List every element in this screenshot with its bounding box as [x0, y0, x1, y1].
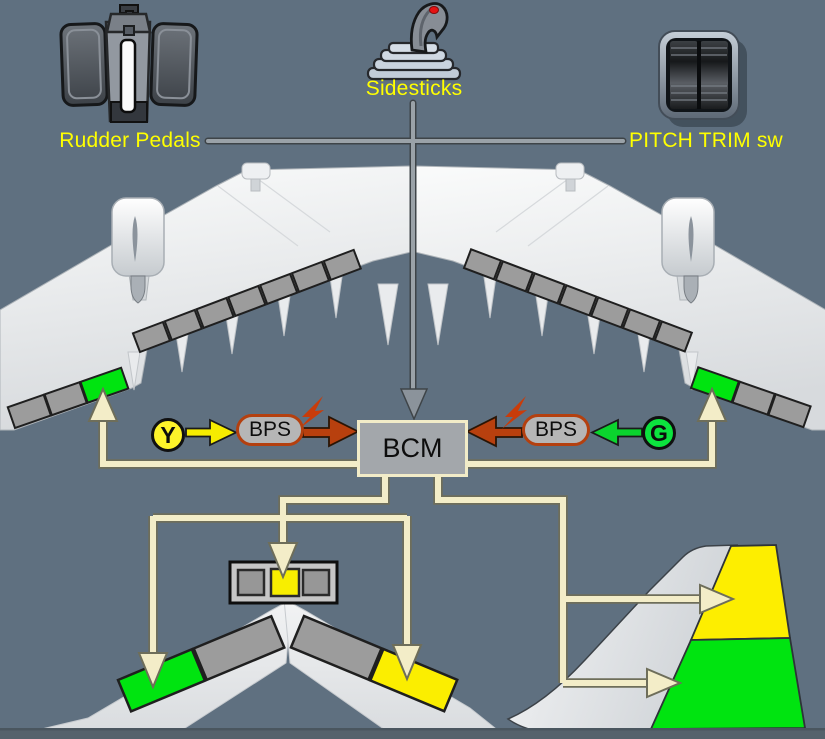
- right-flap-fairings: [427, 276, 699, 391]
- right-outboard-surfaces: [689, 365, 812, 429]
- left-outboard-engine: [111, 197, 165, 304]
- left-inboard-engine: [241, 162, 271, 192]
- arrow-to-lower-rudder: [646, 667, 683, 699]
- arrow-to-right-aileron: [696, 386, 728, 422]
- right-elevator-active-yellow: [368, 647, 459, 713]
- left-outboard-surfaces: [6, 366, 130, 430]
- horizontal-stabilizer: [7, 598, 501, 739]
- right-bps-power-arrow: [464, 415, 523, 448]
- left-lightning-icon: [299, 396, 324, 429]
- sidestick-to-bcm-arrowhead: [399, 388, 429, 421]
- yellow-hydraulic-source: Y: [151, 418, 185, 452]
- sidesticks-label: Sidesticks: [365, 77, 463, 100]
- arrow-to-left-aileron: [87, 386, 119, 422]
- green-hydraulic-source: G: [642, 416, 676, 450]
- left-wing: [0, 162, 412, 431]
- sidestick-icon: [366, 2, 462, 81]
- rudder-pedals-label: Rudder Pedals: [59, 129, 201, 152]
- arrow-to-left-elevator: [137, 652, 169, 690]
- right-spoiler-band: [462, 248, 694, 353]
- arrow-to-right-elevator: [391, 644, 423, 682]
- yellow-hyd-arrow: [185, 418, 239, 447]
- bps-right-box: BPS: [522, 414, 590, 446]
- right-outboard-engine: [661, 197, 715, 304]
- pitch-trim-label: PITCH TRIM sw: [629, 129, 783, 152]
- power-arrows: [185, 396, 643, 448]
- left-elevator: [116, 614, 286, 714]
- bps-left-box: BPS: [236, 414, 304, 446]
- right-lightning-icon: [502, 396, 527, 429]
- pitch-trim-switch-icon: [658, 30, 747, 127]
- left-spoiler-band: [131, 248, 363, 354]
- right-inboard-engine: [555, 162, 585, 192]
- rudder-pedals-icon: [59, 4, 199, 123]
- arrow-to-upper-rudder: [699, 583, 736, 615]
- bcm-box: BCM: [357, 420, 468, 477]
- left-bps-power-arrow: [302, 415, 361, 448]
- right-wing: [414, 162, 825, 431]
- green-hyd-arrow: [589, 418, 643, 447]
- bottom-edge-band: [0, 728, 825, 739]
- left-aileron-active-green: [79, 366, 130, 404]
- vertical-tail: [506, 544, 807, 736]
- sidestick-red-button: [429, 6, 439, 14]
- arrow-to-ths: [267, 542, 299, 580]
- right-elevator: [289, 614, 459, 713]
- mechanical-link-lines: [204, 99, 627, 421]
